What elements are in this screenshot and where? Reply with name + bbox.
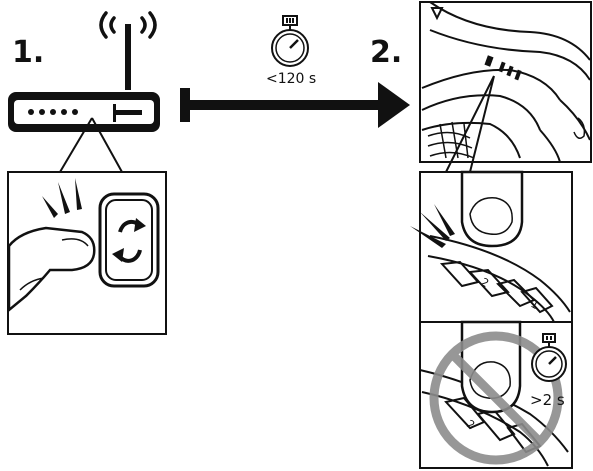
finger-illustration — [460, 320, 522, 414]
finger-illustration — [460, 170, 524, 248]
router-antenna — [125, 24, 131, 90]
timer-caption: <120 s — [266, 71, 317, 87]
hold-warning-panel: 2 — [419, 320, 573, 469]
press-motion-icon — [410, 204, 455, 248]
hold-duration-caption: >2 s — [530, 391, 565, 409]
router-led-icons — [28, 109, 78, 115]
press-motion-icon — [42, 178, 82, 218]
wps-button-detail-panel — [7, 171, 167, 335]
prohibited-icon — [429, 331, 563, 465]
transition-arrow — [180, 82, 410, 128]
step-1-label: 1. — [12, 35, 45, 70]
stopwatch-icon — [531, 333, 567, 382]
router-slot — [116, 110, 142, 115]
button-press-panel: 2 1 — [410, 170, 573, 323]
stopwatch-icon — [271, 15, 309, 67]
device-dial-panel — [419, 1, 592, 173]
step-2-label: 2. — [370, 35, 403, 70]
router-illustration — [8, 11, 160, 173]
wifi-signal-icon — [99, 11, 157, 39]
finger-illustration — [7, 226, 96, 313]
